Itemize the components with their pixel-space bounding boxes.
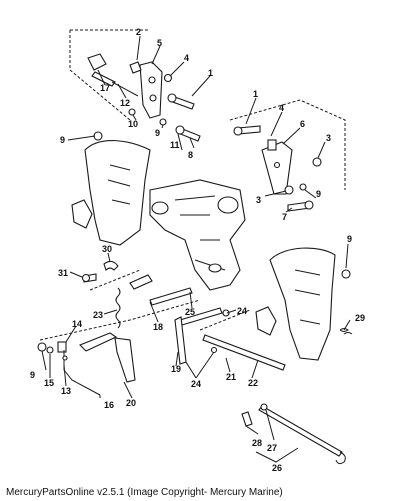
right-clamp-bracket — [255, 247, 351, 361]
callout-1: 1 — [208, 68, 213, 78]
callout-14: 14 — [72, 319, 82, 329]
callout-3-lower: 3 — [256, 195, 261, 205]
left-clamp-bracket — [71, 131, 151, 246]
callout-23: 23 — [93, 310, 103, 320]
callout-24-lower: 24 — [191, 379, 201, 389]
upper-right-link — [233, 125, 322, 212]
callout-1-right: 1 — [253, 89, 258, 99]
callout-17: 17 — [100, 83, 110, 93]
callout-27: 27 — [267, 443, 277, 453]
callout-13: 13 — [61, 386, 71, 396]
callout-18: 18 — [153, 322, 163, 332]
callout-2: 2 — [136, 27, 141, 37]
callout-24-upper: 24 — [237, 306, 247, 316]
callout-8: 8 — [188, 150, 193, 160]
small-hardware — [81, 260, 353, 335]
callout-4: 4 — [184, 53, 189, 63]
callout-7: 7 — [282, 212, 287, 222]
callout-6: 6 — [300, 119, 305, 129]
lower-left-lever — [37, 332, 136, 396]
callout-15: 15 — [44, 378, 54, 388]
tilt-rod — [241, 403, 346, 465]
swivel-bracket — [149, 179, 246, 291]
callout-4-right: 4 — [279, 103, 284, 113]
callout-30: 30 — [102, 244, 112, 254]
callout-labels: 2 5 4 1 17 12 10 9 11 8 1 4 6 3 3 9 7 9 … — [30, 27, 365, 473]
callout-16: 16 — [104, 400, 114, 410]
callout-10: 10 — [128, 119, 138, 129]
dashed-frame — [39, 29, 346, 341]
upper-left-bracket — [87, 53, 163, 119]
callout-11: 11 — [170, 140, 180, 150]
callout-21: 21 — [226, 372, 236, 382]
tilt-lock-linkage — [115, 274, 286, 371]
callout-5: 5 — [157, 38, 162, 48]
callout-25: 25 — [185, 307, 195, 317]
callout-9-right: 9 — [316, 189, 321, 199]
callout-29: 29 — [355, 313, 365, 323]
callout-31: 31 — [58, 268, 68, 278]
leader-lines — [41, 35, 351, 463]
pins-top — [159, 73, 201, 142]
callout-26: 26 — [272, 463, 282, 473]
callout-19: 19 — [171, 364, 181, 374]
callout-20: 20 — [126, 398, 136, 408]
callout-22: 22 — [248, 378, 258, 388]
callout-9: 9 — [155, 128, 160, 138]
copyright-footer: MercuryPartsOnline v2.5.1 (Image Copyrig… — [6, 487, 283, 498]
callout-9-mid: 9 — [347, 234, 352, 244]
callout-12: 12 — [120, 98, 130, 108]
callout-28: 28 — [252, 438, 262, 448]
callout-9-lower: 9 — [30, 370, 35, 380]
callout-3-right: 3 — [326, 133, 331, 143]
callout-9-left: 9 — [60, 135, 65, 145]
